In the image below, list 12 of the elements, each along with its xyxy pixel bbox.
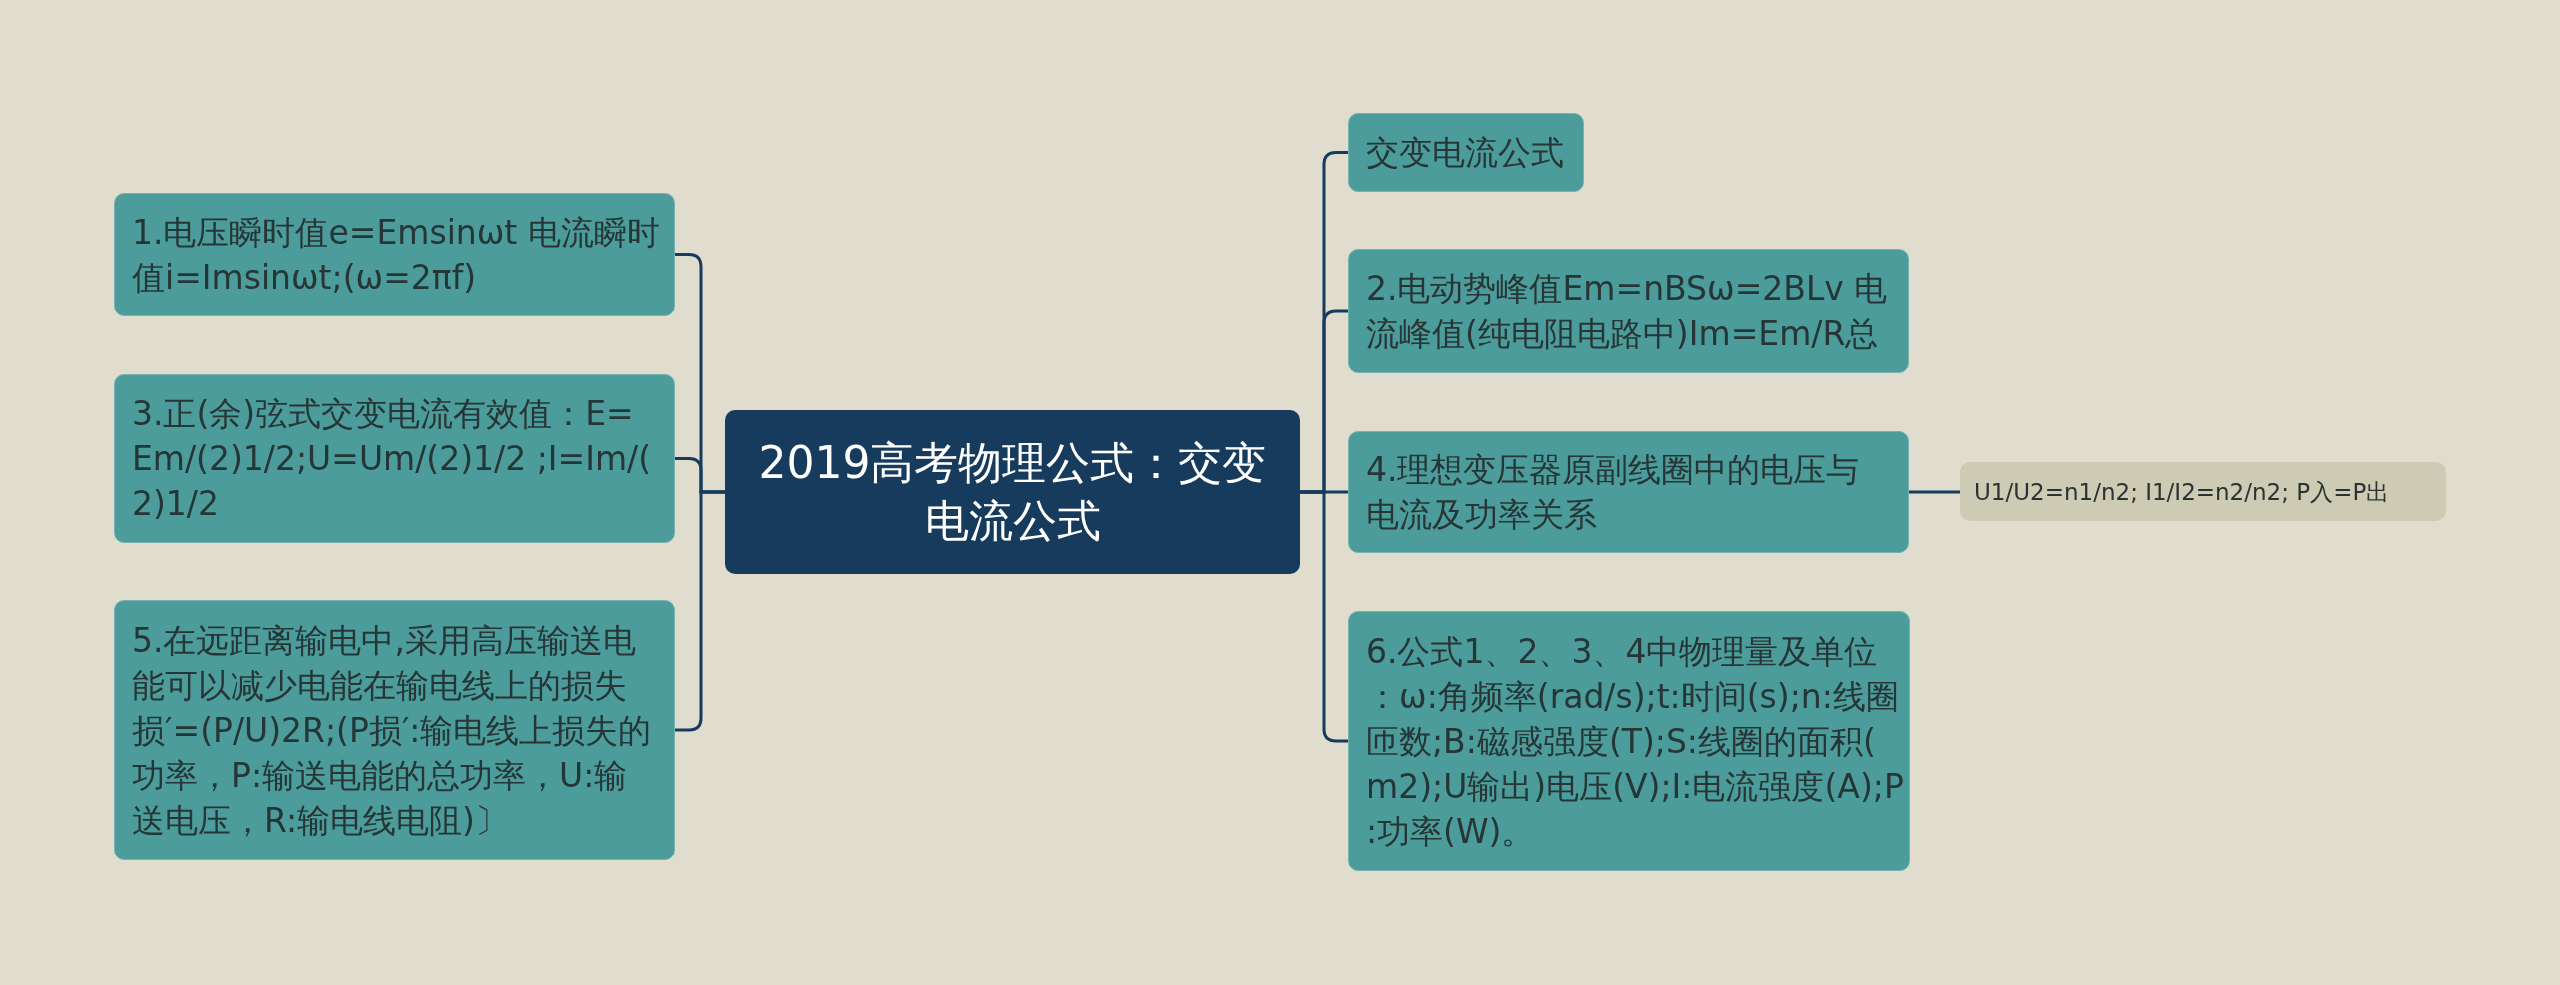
topic-box: 2.电动势峰值Em=nBSω=2BLv 电流峰值(纯电阻电路中)Im=Em/R总 <box>1348 249 1909 373</box>
connector-line <box>1300 490 1348 743</box>
connector-line <box>1909 490 1960 494</box>
connector-line <box>675 490 725 732</box>
central-topic-box: 2019高考物理公式：交变电流公式 <box>725 410 1300 574</box>
note-box: U1/U2=n1/n2; I1/I2=n2/n2; P入=P出 <box>1960 462 2446 521</box>
topic-box: 1.电压瞬时值e=Emsinωt 电流瞬时值i=Imsinωt;(ω=2πf) <box>114 193 675 316</box>
topic-box: 交变电流公式 <box>1348 113 1584 192</box>
topic-box: 4.理想变压器原副线圈中的电压与电流及功率关系 <box>1348 431 1909 553</box>
topic-box: 3.正(余)弦式交变电流有效值：E=Em/(2)1/2;U=Um/(2)1/2 ;I=Im/(2)1/2 <box>114 374 675 543</box>
topic-box: 5.在远距离输电中,采用高压输送电能可以减少电能在输电线上的损失损′=(P/U)2R;(P损′:输电线上损失的功率，P:输送电能的总功率，U:输送电压，R:输电线电阻)〕 <box>114 600 675 860</box>
topic-box: 6.公式1、2、3、4中物理量及单位：ω:角频率(rad/s);t:时间(s);n:线圈匝数;B:磁感强度(T);S:线圈的面积(m2);U输出)电压(V);I:电流强度(A);P:功率(W)。 <box>1348 611 1910 871</box>
